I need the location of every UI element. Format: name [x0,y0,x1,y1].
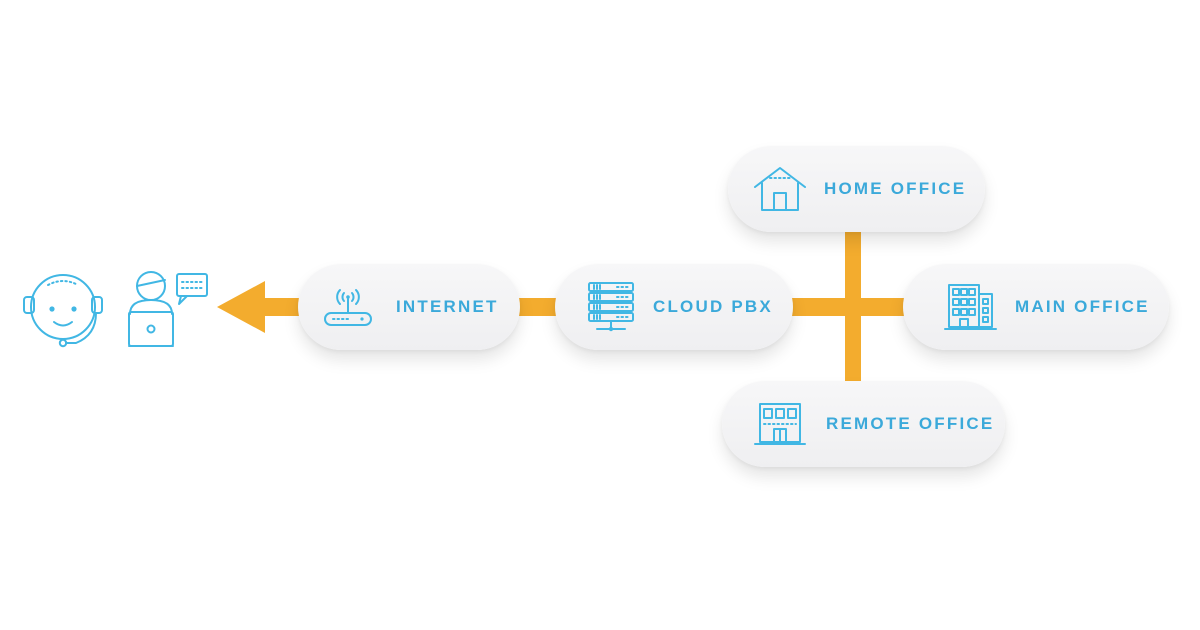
small-building-icon [752,396,808,452]
office-building-icon [943,279,999,335]
node-home-office: HOME OFFICE [728,146,985,232]
node-internet: INTERNET [298,264,520,350]
router-icon [320,279,376,335]
node-cloud-pbx: CLOUD PBX [555,264,793,350]
headset-agent-icon [20,265,106,353]
node-label-cloud-pbx: CLOUD PBX [653,297,773,316]
node-label-home-office: HOME OFFICE [824,179,967,198]
server-rack-icon [583,279,639,335]
node-label-internet: INTERNET [396,297,499,316]
arrow-head-to-agents [217,281,265,333]
connector-cloudpbx-to-mainoffice [760,298,920,316]
house-icon [752,161,808,217]
node-label-main-office: MAIN OFFICE [1015,297,1150,316]
node-remote-office: REMOTE OFFICE [722,381,1005,467]
node-main-office: MAIN OFFICE [903,264,1169,350]
laptop-agent-chat-icon [125,268,210,352]
node-label-remote-office: REMOTE OFFICE [826,414,995,433]
connector-homeoffice-to-remoteoffice [845,215,861,405]
